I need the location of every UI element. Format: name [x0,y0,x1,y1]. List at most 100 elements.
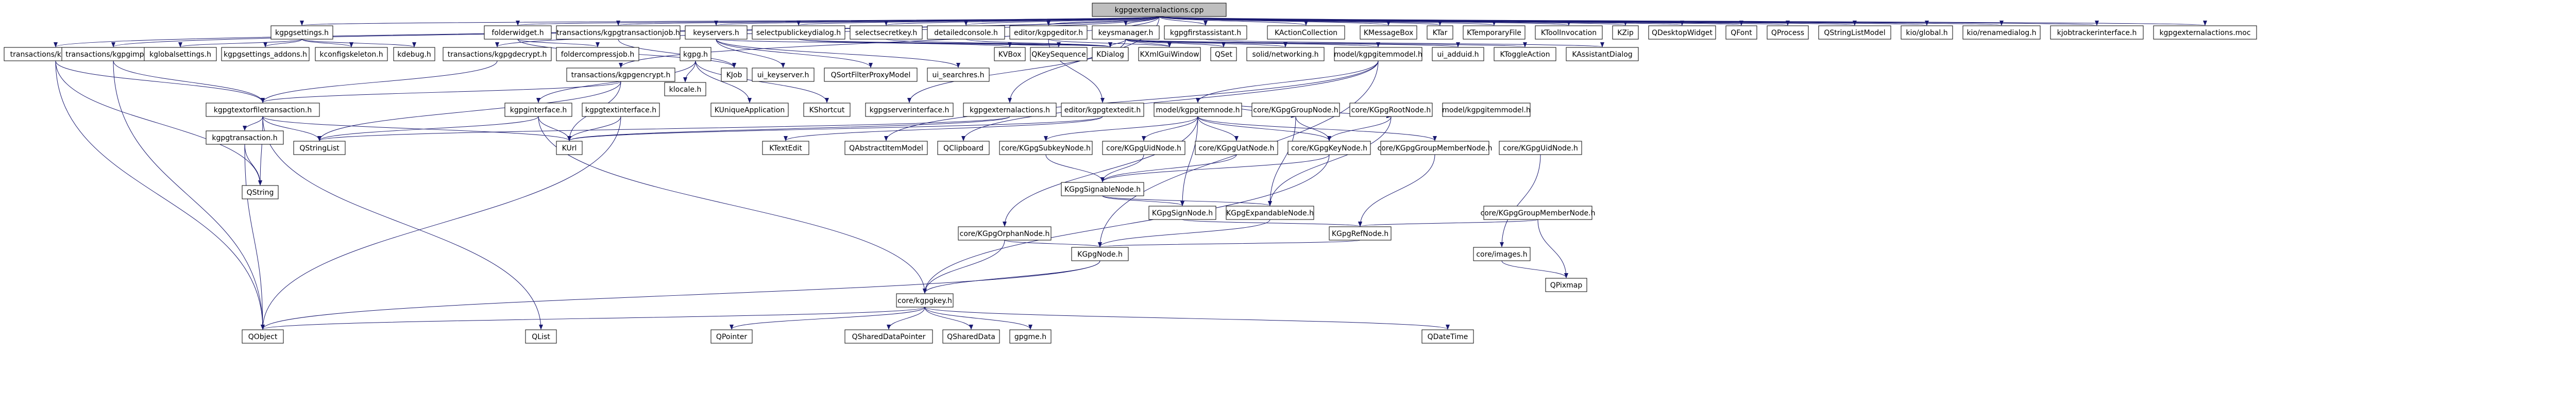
file-node-KTemporaryFile[interactable]: KTemporaryFile [1463,25,1526,40]
file-node-ui_adduid_h[interactable]: ui_adduid.h [1432,47,1484,61]
file-node-core_KGpgRootNode_h[interactable]: core/KGpgRootNode.h [1349,103,1433,117]
file-node-KGpgSignNode_h[interactable]: KGpgSignNode.h [1148,206,1216,220]
file-node-kgpgsettings_addons_h[interactable]: kgpgsettings_addons.h [221,47,310,61]
file-node-ui_searchres_h[interactable]: ui_searchres.h [927,68,990,82]
file-node-kdatetime_locale[interactable]: klocale.h [664,82,706,96]
file-node-kconfigskeleton_h[interactable]: kconfigskeleton.h [315,47,388,61]
file-node-core_KGpgGroupNode_h[interactable]: core/KGpgGroupNode.h [1251,103,1340,117]
file-node-kglobalsettings_h[interactable]: kglobalsettings.h [144,47,217,61]
file-node-kgpgkeyservers_h[interactable]: kgpgserverinterface.h [865,103,954,117]
file-node-editor_kgpgeditor_h[interactable]: editor/kgpgeditor.h [1009,25,1088,40]
file-node-KShortcut[interactable]: KShortcut [803,103,851,117]
file-node-QClipboard[interactable]: QClipboard [937,141,990,155]
file-node-core_KGpgUidNode2_h[interactable]: core/KGpgUidNode.h [1499,141,1582,155]
file-node-kgpg_h[interactable]: kgpg.h [680,47,711,61]
file-node-QString[interactable]: QString [242,185,279,199]
file-node-KVBox[interactable]: KVBox [994,47,1026,61]
file-node-KActionCollection[interactable]: KActionCollection [1267,25,1345,40]
file-node-transactions_kgpgtransactionjob_h[interactable]: transactions/kgpgtransactionjob.h [556,25,681,40]
file-node-kgpgtransaction_h[interactable]: kgpgtransaction.h [206,130,284,145]
file-node-KDialog[interactable]: KDialog [1092,47,1129,61]
node-box [484,25,552,40]
file-node-KUrl[interactable]: KUrl [556,141,583,155]
file-node-transactions_kgpgdecrypt_h[interactable]: transactions/kgpgdecrypt.h [443,47,552,61]
file-node-core_KGpgGroupMemberNode_h[interactable]: core/KGpgGroupMemberNode.h [1378,141,1493,155]
edge-core_KGpgKeyNode_h-to-core_kgpgkey_h [923,154,1330,294]
file-node-KAssistantDialog[interactable]: KAssistantDialog [1566,47,1639,61]
file-node-KToggleAction[interactable]: KToggleAction [1494,47,1556,61]
file-node-core_KGpgSubkeyNode_h[interactable]: core/KGpgSubkeyNode.h [999,141,1093,155]
file-node-core_KGpgKeyNode_h[interactable]: core/KGpgKeyNode.h [1287,141,1371,155]
file-node-KGpgExpandableNode_h[interactable]: KGpgExpandableNode.h [1226,206,1314,220]
file-node-KGpgRefNode_h[interactable]: KGpgRefNode.h [1329,226,1392,241]
file-node-editor_kgpgtextedit_h[interactable]: editor/kgpgtextedit.h [1061,103,1144,117]
file-node-KMessageBox[interactable]: KMessageBox [1360,25,1417,40]
node-label: QPointer [716,333,747,341]
file-node-KGpgSignableNode_h[interactable]: KGpgSignableNode.h [1061,182,1144,196]
file-node-core_kgpgkey_h[interactable]: core/kgpgkey.h [896,293,954,308]
file-node-KTextEdit[interactable]: KTextEdit [762,141,809,155]
file-node-QAbstractItemModel[interactable]: QAbstractItemModel [844,141,928,155]
file-node-QPointer[interactable]: QPointer [710,329,753,344]
file-node-transactions_kgpgencrypt_h[interactable]: transactions/kgpgencrypt.h [566,68,675,82]
edge-kgpgtextinterface2_h-to-QObject [261,116,621,330]
file-node-gpgme_h[interactable]: gpgme.h [1009,329,1052,344]
file-node-kjobtrackerinterface_h[interactable]: kjobtrackerinterface.h [2050,25,2144,40]
file-node-core_images_h[interactable]: core/images.h [1473,247,1531,261]
file-node-KTar[interactable]: KTar [1427,25,1453,40]
file-node-kgpgtextinterface_h[interactable]: kgpgfirstassistant.h [1164,25,1247,40]
edge-core_KGpgGroupMemberNode_h-to-KGpgRefNode_h [1358,154,1435,227]
file-node-QPixmap[interactable]: QPixmap [1545,278,1587,292]
file-node-KJob[interactable]: KJob [721,68,748,82]
file-node-core_KGpgUidNode_h[interactable]: core/KGpgUidNode.h [1102,141,1185,155]
file-node-core_KGpgOrphanNode_h[interactable]: core/KGpgOrphanNode.h [958,226,1052,241]
file-node-core_KGpgGroupMemberNode2_h[interactable]: core/KGpgGroupMemberNode.h [1481,206,1596,220]
file-node-kio_global_h[interactable]: kio/global.h [1901,25,1953,40]
node-label: gpgme.h [1014,333,1046,341]
file-node-selectsecretkey_h[interactable]: selectsecretkey.h [850,25,923,40]
file-node-KZip[interactable]: KZip [1612,25,1639,40]
file-node-kgpgtextinterface2_h[interactable]: kgpgtextinterface.h [582,103,660,117]
file-node-kgpgsettings_h[interactable]: kgpgsettings.h [270,25,333,40]
node-box [999,141,1093,155]
file-node-QDesktopWidget[interactable]: QDesktopWidget [1648,25,1716,40]
file-node-transactions_kgpgtextorfiletransaction_h[interactable]: kgpgtextorfiletransaction.h [206,103,320,117]
file-node-KToolInvocation[interactable]: KToolInvocation [1535,25,1603,40]
node-label: ui_adduid.h [1437,50,1479,59]
file-node-solid_networking_h[interactable]: solid/networking.h [1246,47,1325,61]
file-node-keyservers_h[interactable]: keyservers.h [685,25,748,40]
file-node-foldercompressjob_h[interactable]: foldercompressjob.h [556,47,639,61]
file-node-QStringList[interactable]: QStringList [293,141,346,155]
file-node-kdebug_h[interactable]: kdebug.h [393,47,435,61]
file-node-kgpgexternalactions_h[interactable]: kgpgexternalactions.h [963,103,1057,117]
file-node-QSortFilterProxyModel[interactable]: QSortFilterProxyModel [824,68,918,82]
file-node-kgpgexternalactions_moc[interactable]: kgpgexternalactions.moc [2153,25,2257,40]
file-node-QFont[interactable]: QFont [1725,25,1757,40]
file-node-QSharedDataPointer[interactable]: QSharedDataPointer [844,329,933,344]
file-node-KUniqueApplication[interactable]: KUniqueApplication [710,103,789,117]
file-node-QSharedData[interactable]: QSharedData [942,329,1000,344]
file-node-QProcess[interactable]: QProcess [1767,25,1809,40]
file-node-kgpginterface_h[interactable]: kgpginterface.h [504,103,572,117]
file-node-model_kgpgitemmodel_h[interactable]: model/kgpgitemmodel.h [1334,47,1422,61]
file-node-selectpublickeydialog_h[interactable]: selectpublickeydialog.h [752,25,845,40]
file-node-ui_keyserver_h[interactable]: ui_keyserver.h [752,68,815,82]
file-node-detailedconsole_h[interactable]: detailedconsole.h [927,25,1005,40]
file-node-core_KGpgUatNode_h[interactable]: core/KGpgUatNode.h [1195,141,1278,155]
file-node-QStringListModel[interactable]: QStringListModel [1818,25,1891,40]
edge-kgpgsettings_h-to-kglobalsettings_h [178,39,302,47]
file-node-kfolderwidget_h[interactable]: folderwidget.h [484,25,552,40]
file-node-keysmanager_h[interactable]: keysmanager.h [1092,25,1160,40]
file-node-kio_renamedialog_h[interactable]: kio/renamedialog.h [1962,25,2041,40]
file-node-QDateTime[interactable]: QDateTime [1421,329,1474,344]
file-node-KGpgNode_h[interactable]: KGpgNode.h [1071,247,1129,261]
file-node-QList[interactable]: QList [525,329,557,344]
node-box [1030,47,1088,61]
file-node-QSet[interactable]: QSet [1210,47,1237,61]
file-node-KXmlGuiWindow[interactable]: KXmlGuiWindow [1138,47,1201,61]
file-node-model_kgpgitemmodel2_h[interactable]: model/kgpgitemmodel.h [1442,103,1531,117]
file-node-QObject[interactable]: QObject [242,329,284,344]
file-node-QKeySequence[interactable]: QKeySequence [1030,47,1088,61]
node-label: transactions/kgpgdecrypt.h [448,50,547,59]
file-node-model_kgpgitemnode_h[interactable]: model/kgpgitemnode.h [1154,103,1242,117]
